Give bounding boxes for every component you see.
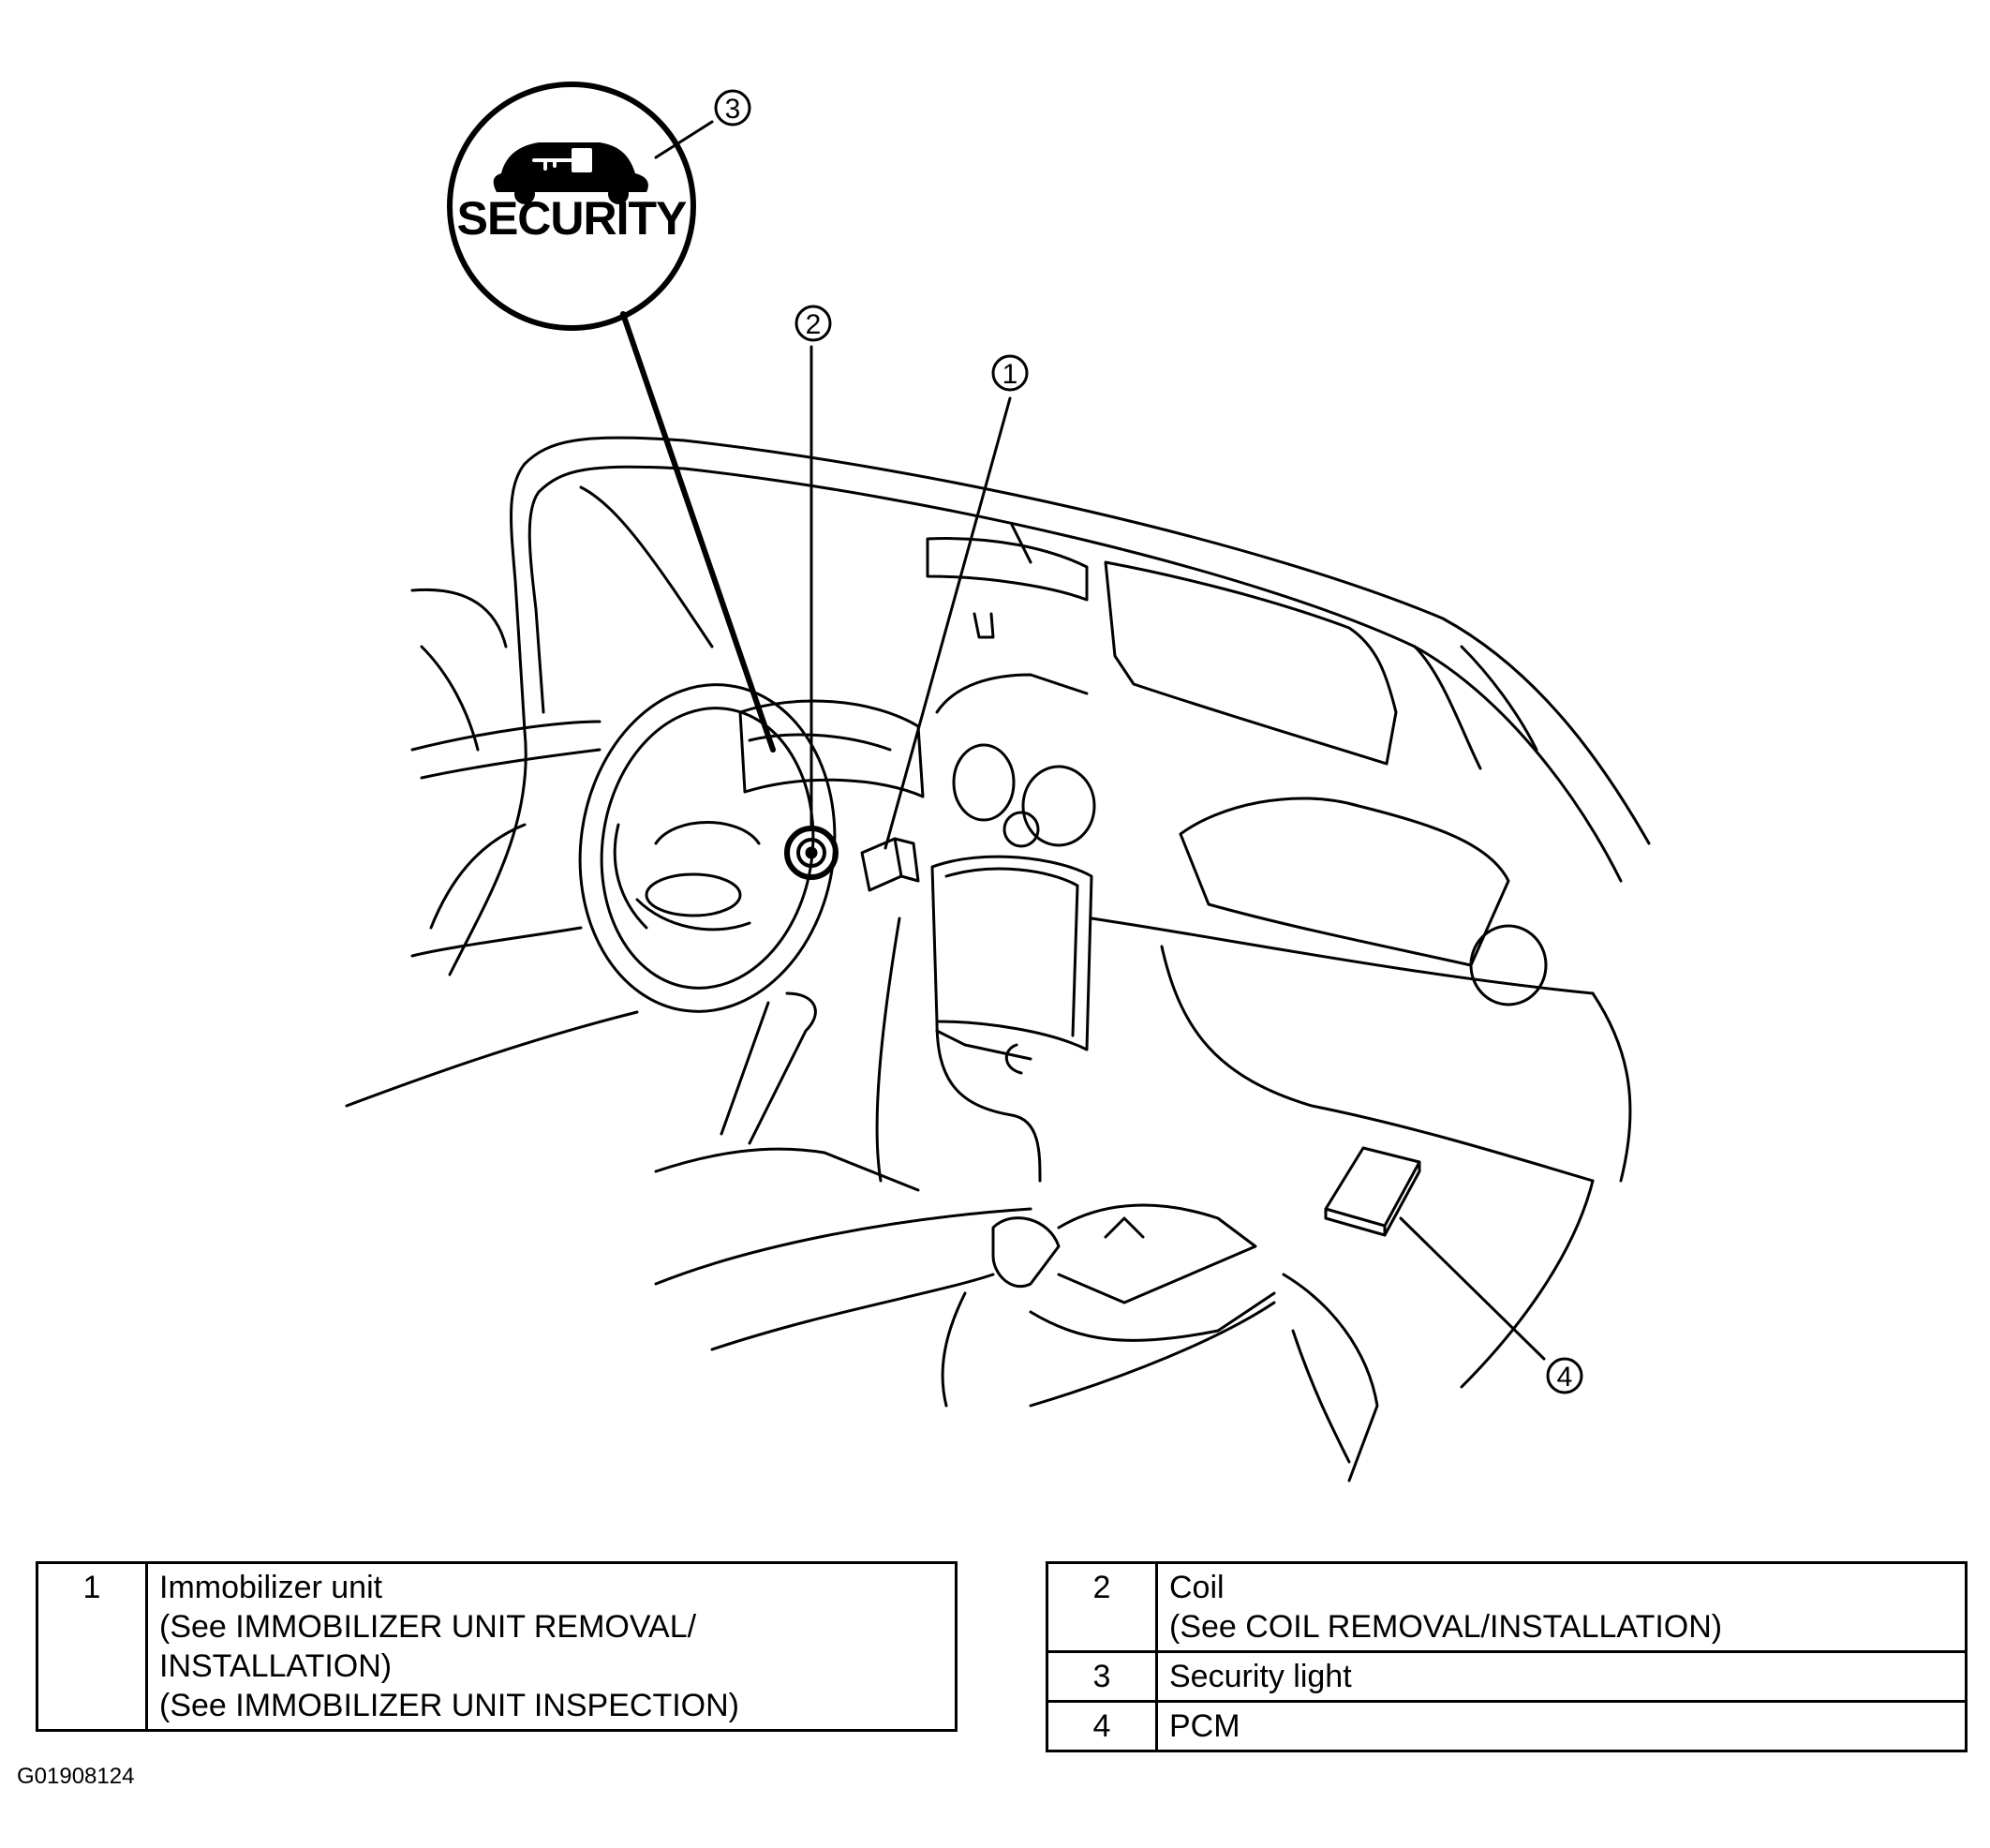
rear-view-mirror [926,523,1089,639]
legend-reference: (See IMMOBILIZER UNIT INSPECTION) [159,1688,740,1723]
left-door [345,588,639,1108]
instrument-cluster [738,699,925,798]
legend-item-name: Coil [1169,1570,1225,1605]
legend-table-right: 2 Coil (See COIL REMOVAL/INSTALLATION) 3… [1046,1561,1968,1752]
center-stack [875,673,1096,1183]
windshield-frame [448,436,1651,976]
callout-4: 4 [1546,1357,1583,1394]
center-console [654,991,1379,1483]
callout-3: 3 [714,89,751,127]
legend-row: 4 PCM [1046,1700,1968,1752]
callout-4-label: 4 [1557,1362,1573,1393]
immobilizer-unit [860,837,920,892]
legend-reference: (See COIL REMOVAL/INSTALLATION) [1169,1609,1723,1645]
legend-number: 2 [1046,1561,1158,1653]
legend-item-name: Security light [1155,1650,1968,1703]
callout-2: 2 [795,305,832,342]
legend-row: 1 Immobilizer unit (See IMMOBILIZER UNIT… [36,1561,958,1732]
passenger-dashboard [1090,797,1632,1389]
callout-1: 1 [991,354,1029,392]
legend-description: Coil (See COIL REMOVAL/INSTALLATION) [1155,1561,1968,1653]
security-label: SECURITY [457,192,687,245]
sun-visor [1104,560,1398,766]
security-light-badge: SECURITY [447,82,696,331]
legend-reference: (See IMMOBILIZER UNIT REMOVAL/ [159,1609,697,1645]
legend-item-name: Immobilizer unit [159,1570,383,1605]
leader-lines [620,120,1546,1361]
legend-table-left: 1 Immobilizer unit (See IMMOBILIZER UNIT… [36,1561,958,1732]
car-key-icon [493,142,648,204]
callout-3-label: 3 [725,94,741,125]
figure-id: G01908124 [17,1764,135,1789]
key-glyph [532,148,592,172]
legend-item-name: PCM [1155,1700,1968,1752]
legend-number: 1 [36,1561,148,1732]
pcm-box [1324,1146,1421,1237]
legend-row: 3 Security light [1046,1650,1968,1703]
legend-description: Immobilizer unit (See IMMOBILIZER UNIT R… [145,1561,958,1732]
legend-number: 3 [1046,1650,1158,1703]
callout-1-label: 1 [1002,359,1018,390]
legend-row: 2 Coil (See COIL REMOVAL/INSTALLATION) [1046,1561,1968,1653]
legend-number: 4 [1046,1700,1158,1752]
dashboard-illustration: SECURITY 3 2 1 4 [345,82,1651,1483]
legend-reference: INSTALLATION) [159,1648,393,1684]
callout-2-label: 2 [806,309,822,340]
